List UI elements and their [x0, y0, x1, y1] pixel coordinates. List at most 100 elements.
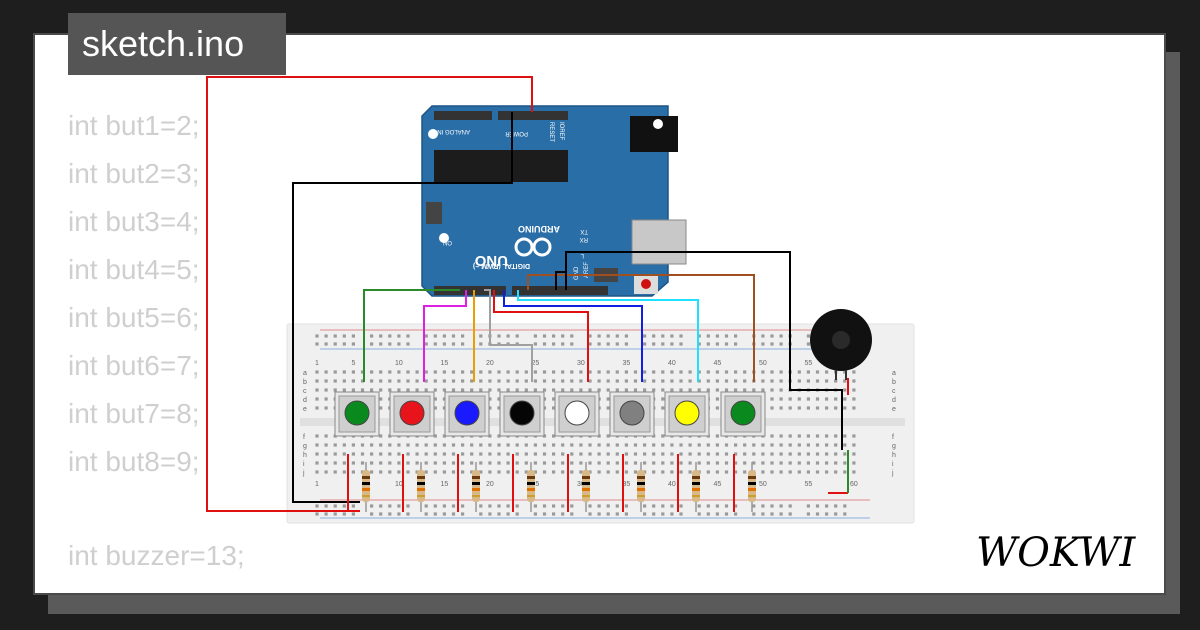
- wire-magenta-pin3[interactable]: [423, 290, 467, 382]
- breadboard-rail-hole: [706, 342, 710, 346]
- breadboard-rail-hole: [324, 334, 328, 338]
- breadboard-hole: [752, 452, 756, 456]
- wire-gray-pin5[interactable]: [484, 289, 533, 382]
- wire-red-pin6[interactable]: [493, 290, 589, 382]
- breadboard-hole: [351, 470, 355, 474]
- breadboard-rail-hole: [779, 342, 783, 346]
- breadboard-hole: [697, 388, 701, 392]
- breadboard-hole: [415, 379, 419, 383]
- code-line: int but5=6;: [68, 302, 200, 333]
- breadboard-hole: [688, 379, 692, 383]
- breadboard-hole: [497, 397, 501, 401]
- resistor[interactable]: [362, 462, 370, 512]
- breadboard-hole: [806, 370, 810, 374]
- button-5[interactable]: [554, 391, 600, 437]
- board-digital-label: DIGITAL (PWM ~): [473, 262, 530, 269]
- button-8[interactable]: [720, 391, 766, 437]
- breadboard-hole: [843, 388, 847, 392]
- breadboard-rail-hole: [342, 342, 346, 346]
- wire-black-gnd[interactable]: [292, 112, 513, 503]
- resistor[interactable]: [582, 462, 590, 512]
- breadboard-hole: [579, 370, 583, 374]
- breadboard-rail-hole: [570, 512, 574, 516]
- breadboard-hole: [715, 370, 719, 374]
- breadboard-rail-hole: [488, 512, 492, 516]
- breadboard-hole: [524, 470, 528, 474]
- resistor[interactable]: [637, 462, 645, 512]
- button-1[interactable]: [334, 391, 380, 437]
- wire-blue-pin7[interactable]: [503, 290, 643, 382]
- breadboard-hole: [542, 388, 547, 392]
- breadboard-hole: [433, 388, 437, 392]
- breadboard-rail-hole: [570, 504, 574, 508]
- row-letter: h: [303, 452, 307, 459]
- breadboard-hole: [442, 397, 446, 401]
- wire-cyan-pin8[interactable]: [517, 290, 699, 382]
- button-4[interactable]: [499, 391, 545, 437]
- breadboard-rail-hole: [670, 334, 674, 338]
- breadboard-rail-hole: [315, 512, 319, 516]
- breadboard-hole: [624, 452, 628, 456]
- breadboard-hole: [815, 406, 820, 410]
- breadboard-rail-hole: [697, 334, 701, 338]
- breadboard-hole: [324, 379, 328, 383]
- breadboard-hole: [579, 388, 583, 392]
- breadboard-hole: [679, 443, 683, 447]
- arduino-uno-board[interactable]: ARDUINO UNO DIGITAL (PWM ~) ANALOG IN PO…: [421, 105, 687, 297]
- wire-green-pin2[interactable]: [363, 289, 460, 382]
- breadboard-hole: [506, 443, 510, 447]
- breadboard-rail-hole: [761, 342, 765, 346]
- breadboard-hole: [597, 443, 601, 447]
- code-background: int but1=2; int but2=3; int but3=4; int …: [68, 106, 245, 571]
- breadboard-hole: [788, 470, 792, 474]
- button-7[interactable]: [664, 391, 710, 437]
- wire-black-buzzer-gnd[interactable]: [565, 251, 843, 450]
- breadboard-hole: [761, 388, 765, 392]
- wire-brown-pin9[interactable]: [527, 274, 755, 382]
- breadboard-hole: [852, 461, 856, 465]
- breadboard-hole: [815, 370, 820, 374]
- breadboard-hole: [588, 370, 592, 374]
- breadboard-hole: [643, 388, 647, 392]
- row-letter: i: [892, 461, 894, 468]
- button-6[interactable]: [609, 391, 655, 437]
- breadboard-hole: [379, 388, 383, 392]
- breadboard-hole: [652, 388, 656, 392]
- breadboard-hole: [351, 379, 355, 383]
- breadboard-hole: [324, 452, 328, 456]
- breadboard-hole: [706, 461, 710, 465]
- breadboard-hole: [333, 470, 337, 474]
- breadboard-rail-hole: [442, 512, 446, 516]
- breadboard-hole: [633, 443, 638, 447]
- resistor[interactable]: [417, 462, 425, 512]
- board-rx-label: RX: [580, 236, 588, 242]
- breadboard-rail-hole: [451, 512, 456, 516]
- breadboard-hole: [451, 470, 456, 474]
- breadboard-hole: [624, 379, 628, 383]
- breadboard-hole: [342, 461, 346, 465]
- breadboard-hole: [470, 370, 474, 374]
- breadboard-hole: [433, 434, 437, 438]
- column-number: 15: [441, 481, 449, 488]
- resistor[interactable]: [472, 462, 480, 512]
- breadboard-rail-hole: [624, 512, 628, 516]
- breadboard-rail-hole: [752, 512, 756, 516]
- resistor[interactable]: [692, 462, 700, 512]
- breadboard-hole: [606, 461, 610, 465]
- breadboard-hole: [788, 443, 792, 447]
- breadboard-rail-hole: [597, 512, 601, 516]
- column-number: 50: [759, 481, 767, 488]
- row-letter: a: [303, 370, 307, 377]
- resistor[interactable]: [527, 462, 535, 512]
- button-2[interactable]: [389, 391, 435, 437]
- breadboard-hole: [633, 379, 638, 383]
- wire-black-pin13[interactable]: [555, 271, 566, 290]
- breadboard-hole: [360, 461, 365, 465]
- buzzer[interactable]: [810, 309, 872, 380]
- wire-red-5v[interactable]: [206, 76, 533, 512]
- resistor[interactable]: [748, 462, 756, 512]
- breadboard-hole: [470, 470, 474, 474]
- button-3[interactable]: [444, 391, 490, 437]
- breadboard-hole: [370, 388, 374, 392]
- breadboard-rail-hole: [779, 512, 783, 516]
